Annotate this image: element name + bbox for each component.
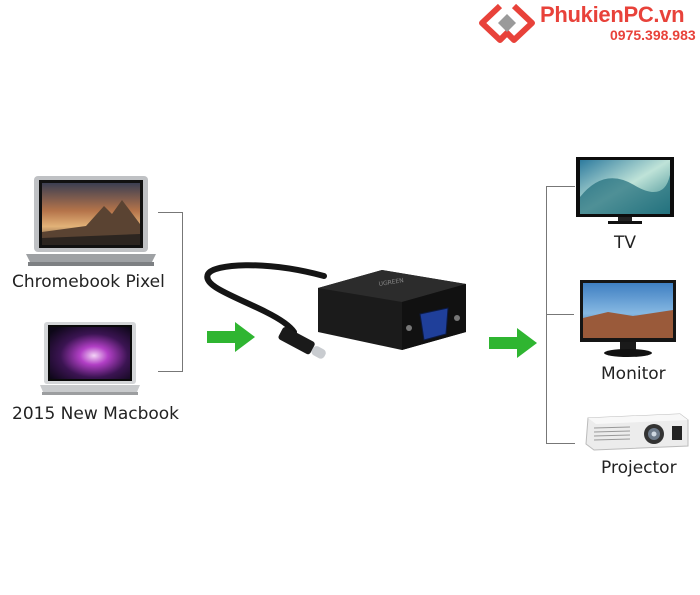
projector-icon (585, 413, 689, 451)
output-label-tv: TV (614, 233, 637, 253)
macbook-icon (40, 322, 140, 395)
output-bracket (546, 186, 575, 444)
logo-mark-icon (479, 3, 535, 43)
output-label-monitor: Monitor (601, 364, 666, 384)
arrow-right-icon (489, 328, 537, 358)
output-label-projector: Projector (601, 458, 677, 478)
svg-text:UGREEN: UGREEN (378, 277, 404, 288)
laptop-icon (26, 176, 156, 266)
brand-logo: PhukienPC.vn 0975.398.983 (478, 0, 700, 46)
brand-name: PhukienPC.vn (540, 2, 685, 27)
usb-c-to-vga-adapter-icon: UGREEN (204, 262, 466, 359)
source-bracket (158, 212, 183, 372)
output-bracket-mid (546, 314, 574, 315)
source-label-macbook: 2015 New Macbook (12, 404, 180, 424)
tv-icon (576, 157, 674, 224)
arrow-right-icon (207, 322, 255, 352)
brand-phone: 0975.398.983 (610, 27, 696, 43)
monitor-icon (580, 280, 676, 357)
source-label-chromebook: Chromebook Pixel (12, 272, 165, 292)
